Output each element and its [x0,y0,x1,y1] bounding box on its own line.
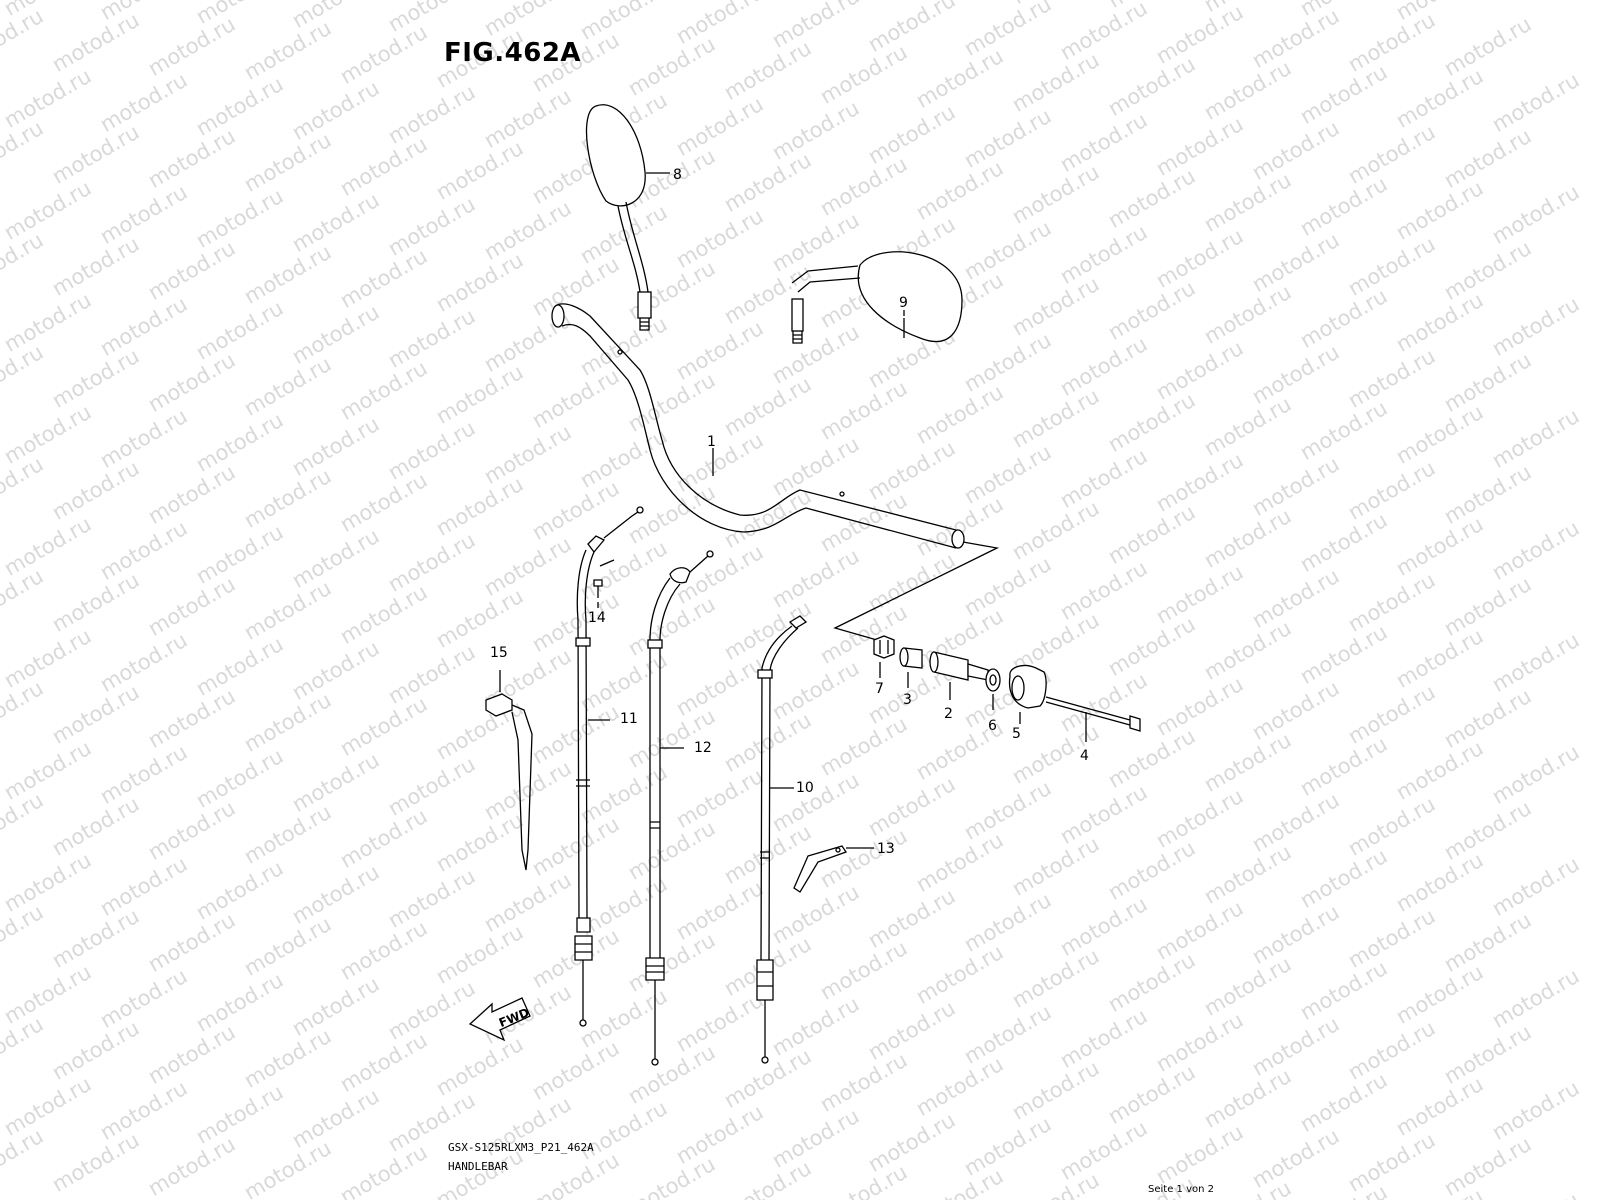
part-number-3: 3 [903,692,912,708]
part-number-4: 4 [1080,748,1089,764]
part-5-bar-end-cap[interactable] [1008,664,1047,724]
part-number-9: 9 [899,295,908,311]
assembly-leader-line [833,541,1000,641]
part-14-screw[interactable] [593,559,615,608]
part-12-throttle-cable-2[interactable] [645,550,714,1066]
fwd-arrow: FWD [468,997,531,1042]
part-10-clutch-cable[interactable] [756,615,808,1064]
part-number-2: 2 [944,706,953,722]
part-number-11: 11 [620,711,638,727]
part-number-7: 7 [875,681,884,697]
figure-title: FIG.462A [444,38,582,68]
part-15-hex-key[interactable] [485,670,533,871]
diagram-code: GSX-S125RLXM3_P21_462A [448,1141,594,1154]
part-13-cable-clamp[interactable] [793,845,874,893]
part-number-14: 14 [588,610,606,626]
part-7-nut[interactable] [873,635,895,678]
part-number-8: 8 [673,167,682,183]
part-number-5: 5 [1012,726,1021,742]
diagram-name: HANDLEBAR [448,1160,508,1173]
part-9-mirror-left[interactable] [791,251,963,344]
part-8-mirror-right[interactable] [585,104,670,331]
part-4-bolt[interactable] [1045,696,1141,742]
part-number-10: 10 [796,780,814,796]
page-indicator: Seite 1 von 2 [1148,1184,1214,1195]
part-3-rubber-damper[interactable] [899,647,923,688]
part-2-bar-end-weight[interactable] [929,651,989,700]
part-number-13: 13 [877,841,895,857]
part-number-6: 6 [988,718,997,734]
part-number-15: 15 [490,645,508,661]
part-1-handlebar[interactable] [551,303,965,549]
part-number-1: 1 [707,434,716,450]
part-number-12: 12 [694,740,712,756]
part-6-washer[interactable] [985,668,1001,710]
part-11-throttle-cable-1[interactable] [574,506,644,1027]
